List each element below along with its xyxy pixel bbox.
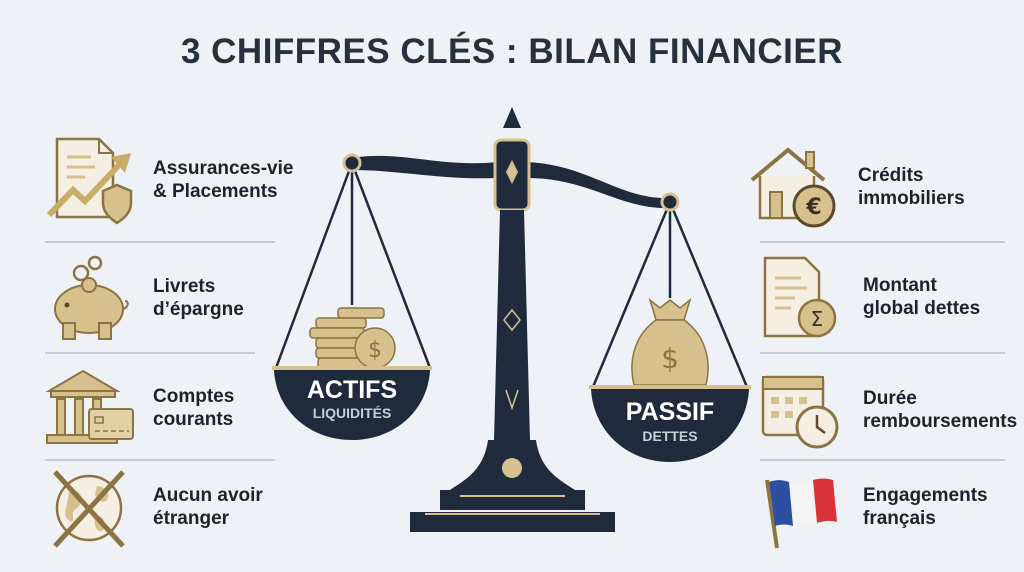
svg-text:$: $ (368, 338, 382, 363)
item-duree: Durée remboursements (755, 365, 1017, 455)
scale-post (494, 210, 530, 440)
divider (45, 352, 255, 354)
left-pan (274, 370, 430, 440)
item-label: Assurances-vie & Placements (153, 158, 294, 202)
left-pivot (342, 153, 362, 173)
piggy-bank-icon (54, 255, 129, 340)
crossed-globe-icon (53, 470, 125, 548)
divider (760, 241, 1005, 243)
item-assurances-vie: Assurances-vie & Placements (45, 135, 293, 225)
item-livrets: Livrets d’épargne (45, 253, 244, 343)
divider (760, 352, 1005, 354)
svg-text:$: $ (661, 342, 679, 375)
right-pan (591, 389, 749, 462)
item-label: Montant global dettes (863, 275, 981, 319)
item-label: Comptes courants (153, 386, 235, 430)
left-pan-title: ACTIFS (307, 376, 397, 404)
item-credits: € Crédits immobiliers (750, 142, 965, 232)
house-euro-icon: € (750, 147, 836, 228)
scale-base (440, 490, 585, 510)
item-label: Aucun avoir étranger (153, 485, 263, 529)
right-pan-title: PASSIF (626, 398, 714, 426)
calendar-clock-icon (761, 375, 839, 449)
item-label: Livrets d’épargne (153, 276, 244, 320)
french-flag-icon (765, 478, 837, 549)
svg-text:€: € (805, 195, 821, 220)
item-label: Crédits immobiliers (858, 165, 965, 209)
page-title: 3 CHIFFRES CLÉS : BILAN FINANCIER (180, 32, 844, 71)
scale-strings (274, 162, 749, 388)
money-bag-icon: $ (631, 297, 709, 386)
bank-card-icon (45, 369, 134, 444)
document-sigma-icon: Σ (763, 256, 837, 338)
item-comptes: Comptes courants (45, 363, 234, 453)
scale-foot (410, 512, 615, 532)
item-engagements: Engagements français (755, 462, 988, 552)
left-pan-subtitle: LIQUIDITÉS (313, 405, 392, 421)
coin-stack-icon (309, 307, 396, 369)
svg-text:Σ: Σ (811, 307, 824, 331)
divider (45, 459, 275, 461)
item-montant: Σ Montant global dettes (755, 252, 980, 342)
scale-beam (352, 155, 670, 209)
item-label: Durée remboursements (863, 388, 1018, 432)
right-pivot (660, 192, 680, 212)
divider (45, 241, 275, 243)
divider (760, 459, 1005, 461)
chart-document-shield-icon (46, 137, 133, 225)
right-pan-subtitle: DETTES (642, 428, 697, 444)
item-label: Engagements français (863, 485, 988, 529)
item-etranger: Aucun avoir étranger (45, 462, 263, 552)
finial (503, 107, 521, 128)
